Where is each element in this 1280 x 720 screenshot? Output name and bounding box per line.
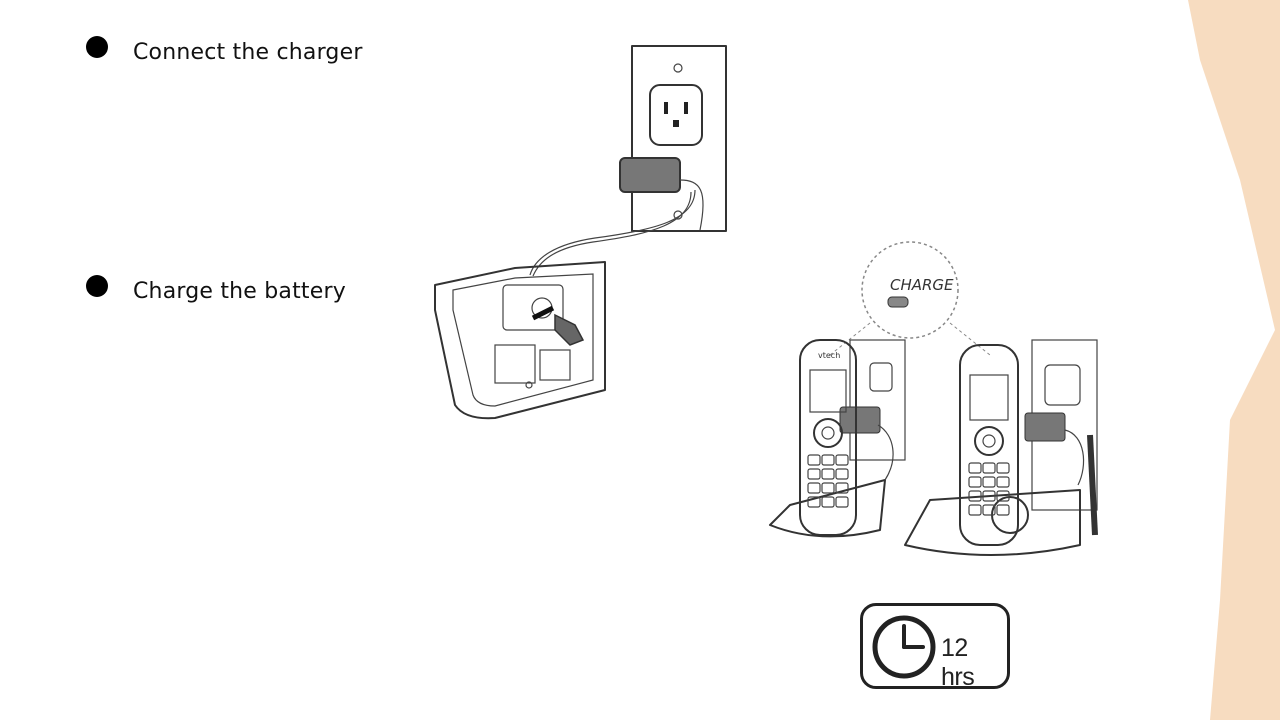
bullet-dot-icon xyxy=(86,35,108,58)
handset-charging-illustration: CHARGE vtech xyxy=(769,241,1098,556)
bullet-connect-charger: Connect the charger xyxy=(86,35,363,65)
bullet-text: Connect the charger xyxy=(133,40,363,65)
bullet-text: Charge the battery xyxy=(133,279,346,304)
base-unit-back-illustration xyxy=(434,189,696,420)
bullet-charge-battery: Charge the battery xyxy=(86,274,346,304)
charge-indicator-label: CHARGE xyxy=(890,276,954,294)
wall-outlet-illustration xyxy=(619,45,727,232)
clock-icon xyxy=(872,615,936,679)
accent-band xyxy=(1188,0,1280,720)
brand-mark-text: vtech xyxy=(818,351,840,360)
charge-time-badge: 12 hrs xyxy=(860,603,1010,691)
bullet-dot-icon xyxy=(86,274,108,297)
charge-time-label: 12 hrs xyxy=(941,634,975,691)
